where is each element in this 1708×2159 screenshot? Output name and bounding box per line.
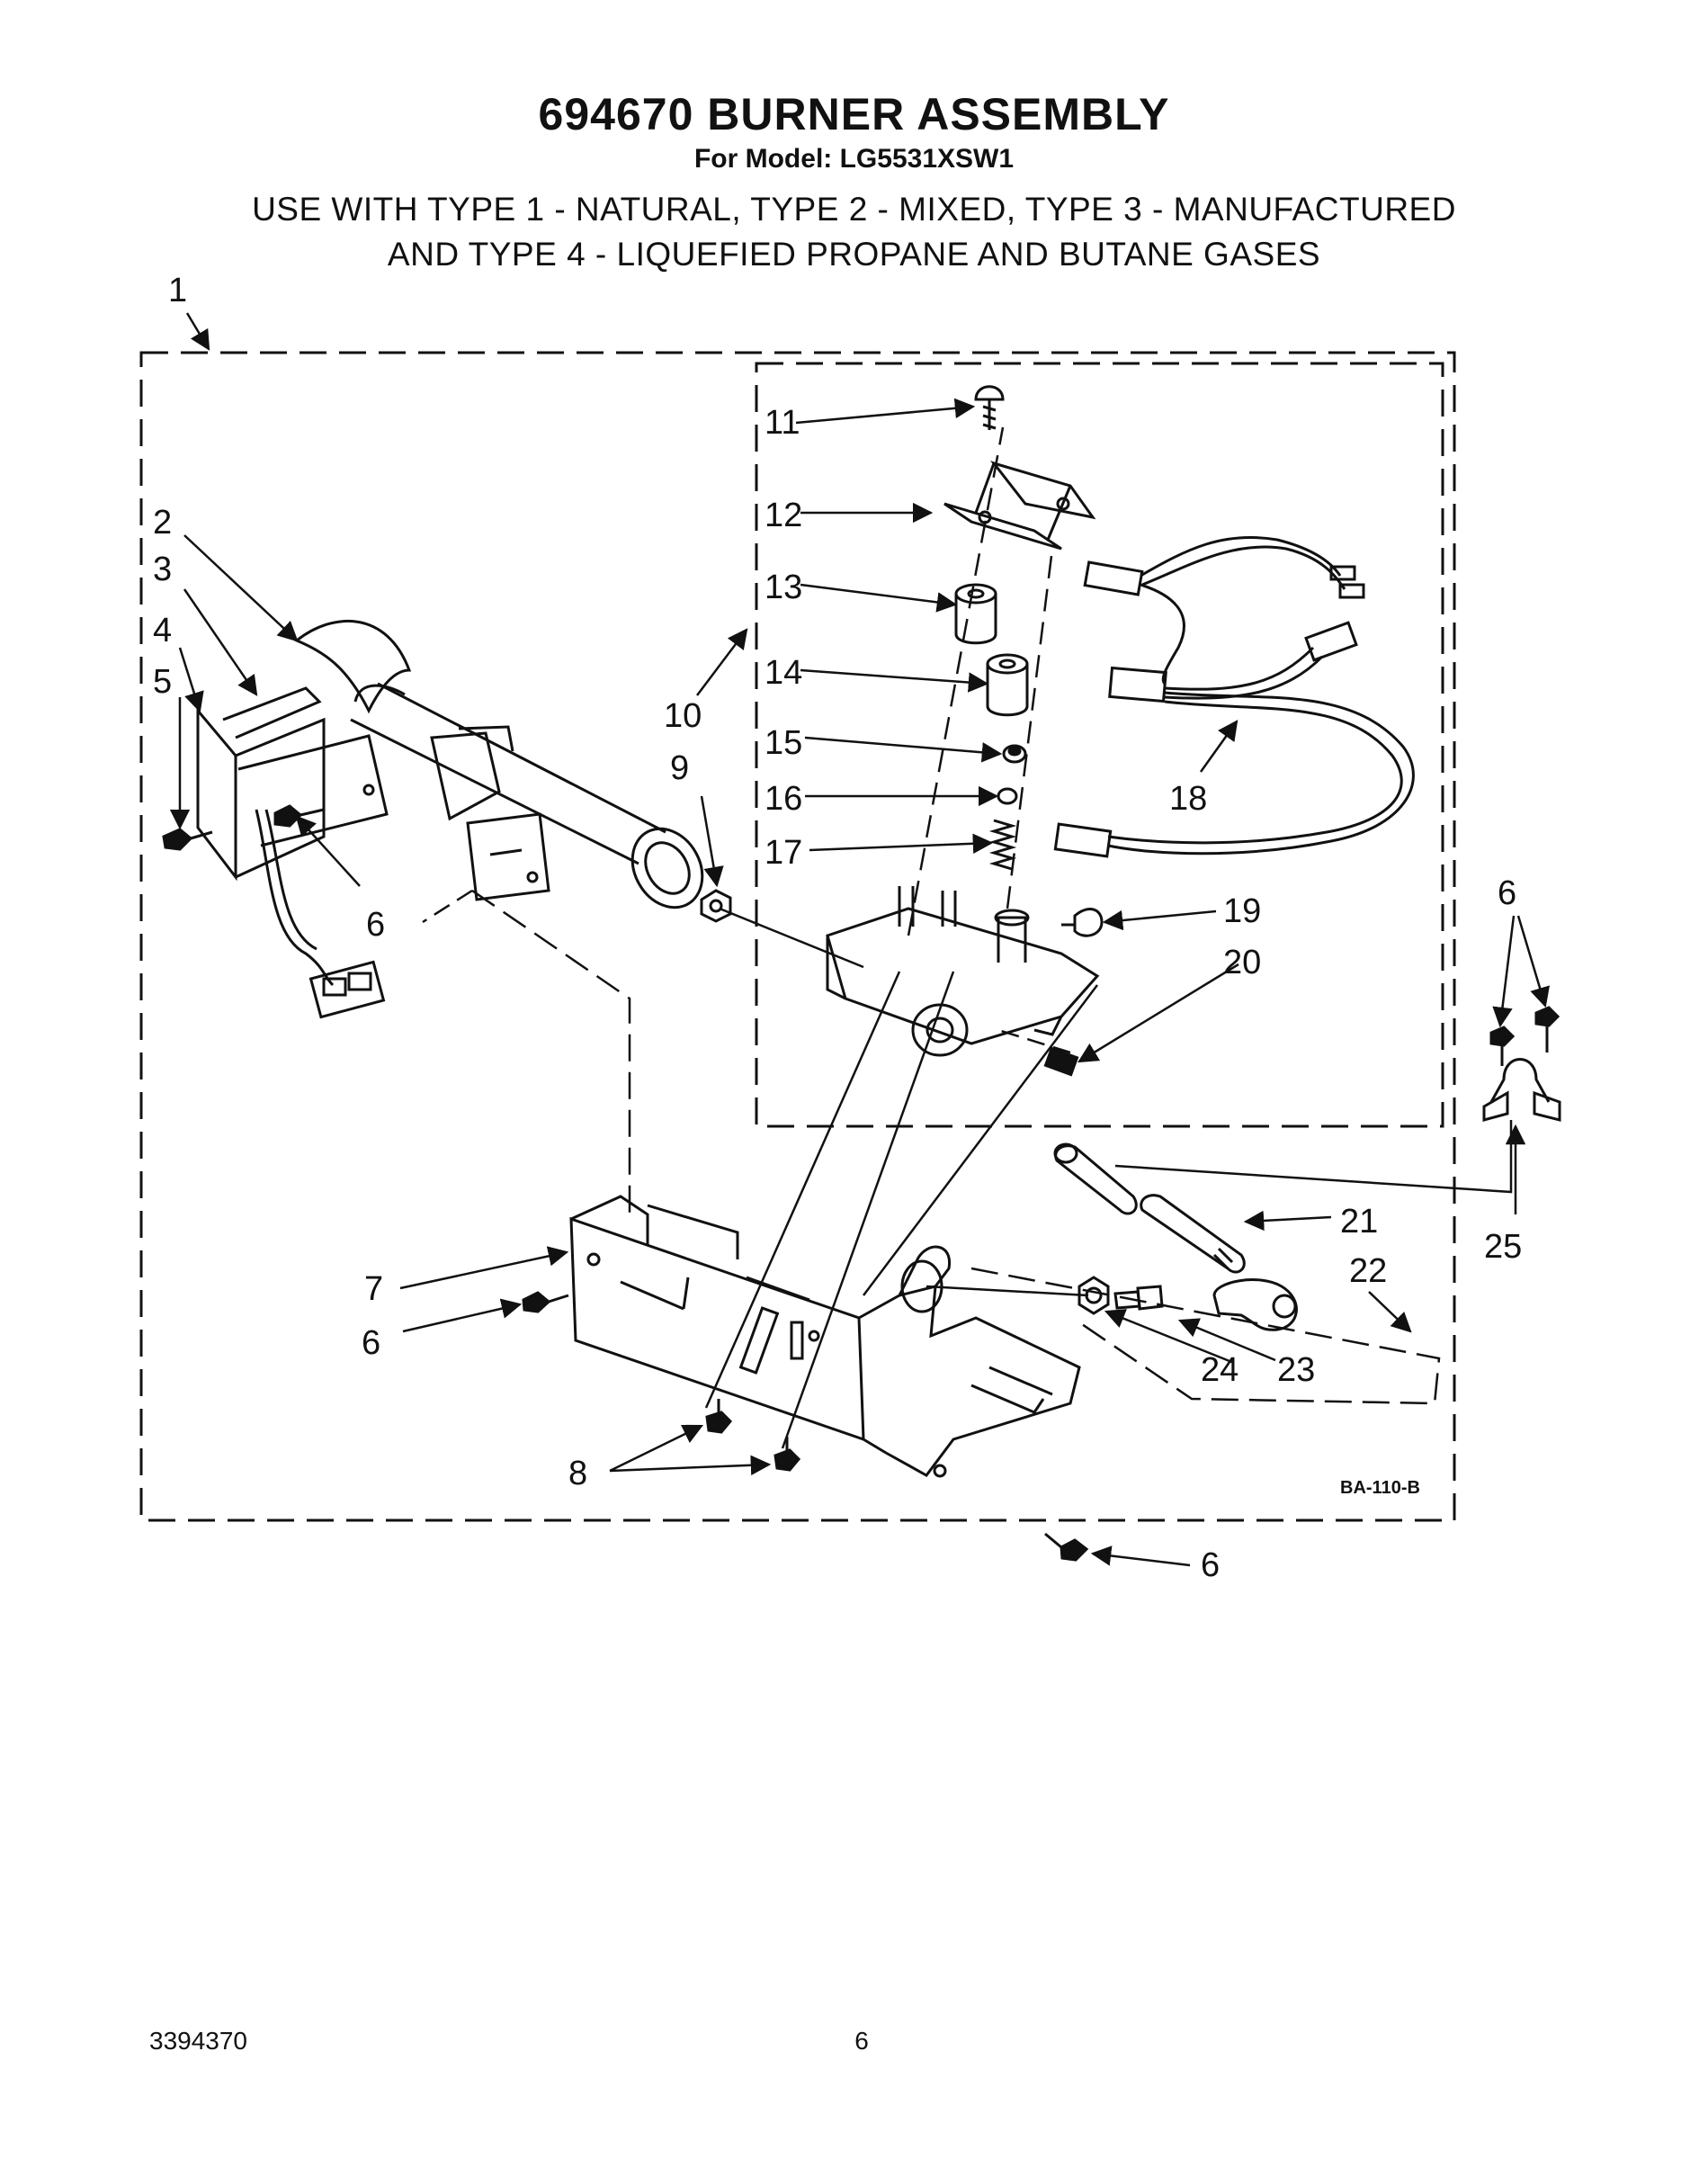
screw-left-b — [273, 804, 325, 828]
burner-tube-part — [294, 619, 704, 909]
callout-6-clamp: 6 — [1498, 874, 1516, 912]
model-subtitle: For Model: LG5531XSW1 — [693, 144, 1015, 174]
callout-11: 11 — [765, 404, 800, 442]
gas-tube-connector-part — [1140, 1194, 1246, 1274]
callout-2: 2 — [153, 504, 172, 542]
callout-22: 22 — [1349, 1252, 1387, 1290]
clamp-screw-a — [1489, 1026, 1516, 1066]
page-title: 694670 BURNER ASSEMBLY — [538, 89, 1170, 139]
assembly-outline-frame — [139, 351, 1456, 1522]
callout-17: 17 — [765, 834, 802, 872]
valve-fitting-part — [1061, 908, 1104, 937]
burner-mount-bracket-part — [569, 1195, 1081, 1478]
orifice-nut-part — [700, 889, 732, 923]
callout-4: 4 — [153, 612, 172, 649]
callout-3: 3 — [153, 551, 172, 588]
callout-25: 25 — [1484, 1228, 1522, 1266]
document-number: 3394370 — [149, 2027, 248, 2055]
callout-leader-lines — [169, 312, 1550, 1567]
valve-screw-part — [974, 385, 1005, 430]
callout-21: 21 — [1340, 1203, 1378, 1241]
callout-8: 8 — [568, 1455, 587, 1492]
drawing-reference: BA-110-B — [1340, 1478, 1420, 1498]
bottom-screw — [1044, 1532, 1089, 1562]
callout-24: 24 — [1201, 1351, 1239, 1389]
page-number: 6 — [854, 2027, 869, 2055]
screw-left-a — [162, 828, 213, 851]
callout-18: 18 — [1169, 780, 1207, 818]
callout-numbers: 1 2 3 4 5 6 7 6 8 9 10 11 12 13 14 15 16… — [153, 272, 1522, 1584]
callout-13: 13 — [765, 569, 802, 606]
usage-note-line2: AND TYPE 4 - LIQUEFIED PROPANE AND BUTAN… — [387, 236, 1321, 273]
callout-6-bracket: 6 — [366, 906, 385, 944]
tube-clamp-part — [1482, 1058, 1561, 1122]
callout-6-side: 6 — [362, 1324, 380, 1362]
callout-1: 1 — [168, 272, 187, 309]
callout-23: 23 — [1277, 1351, 1315, 1389]
valve-plunger-part — [1002, 744, 1027, 764]
gas-supply-tube-part — [1053, 1142, 1138, 1215]
callout-5: 5 — [153, 663, 172, 701]
valve-wire-harness-part — [1053, 535, 1415, 858]
clamp-screw-b — [1534, 1006, 1560, 1053]
bracket-screw-a — [705, 1399, 733, 1434]
callout-14: 14 — [765, 654, 802, 692]
bracket-side-screw — [522, 1291, 569, 1313]
callout-15: 15 — [765, 724, 802, 762]
valve-coil-upper-part — [954, 583, 997, 645]
valve-coil-lower-part — [986, 653, 1029, 717]
callout-19: 19 — [1223, 892, 1261, 930]
usage-note-line1: USE WITH TYPE 1 - NATURAL, TYPE 2 - MIXE… — [252, 191, 1456, 228]
coil-bracket-part — [943, 461, 1096, 551]
callout-9: 9 — [670, 749, 689, 787]
callout-20: 20 — [1223, 944, 1261, 981]
valve-subassembly-frame — [755, 362, 1444, 1128]
valve-cap-part — [997, 787, 1018, 805]
callout-6-bottom: 6 — [1201, 1546, 1220, 1584]
valve-plug-part — [1043, 1046, 1079, 1077]
callout-10: 10 — [664, 697, 702, 735]
callout-16: 16 — [765, 780, 802, 818]
gas-valve-body-part — [826, 886, 1100, 1057]
callout-12: 12 — [765, 497, 802, 534]
bracket-screw-b — [774, 1437, 801, 1472]
callout-7: 7 — [364, 1270, 383, 1308]
burner-bracket-part — [196, 686, 389, 882]
assembly-relation-lines — [422, 426, 1513, 1449]
sensor-wire-harness-small — [255, 809, 386, 1019]
valve-spring-part — [988, 819, 1017, 871]
